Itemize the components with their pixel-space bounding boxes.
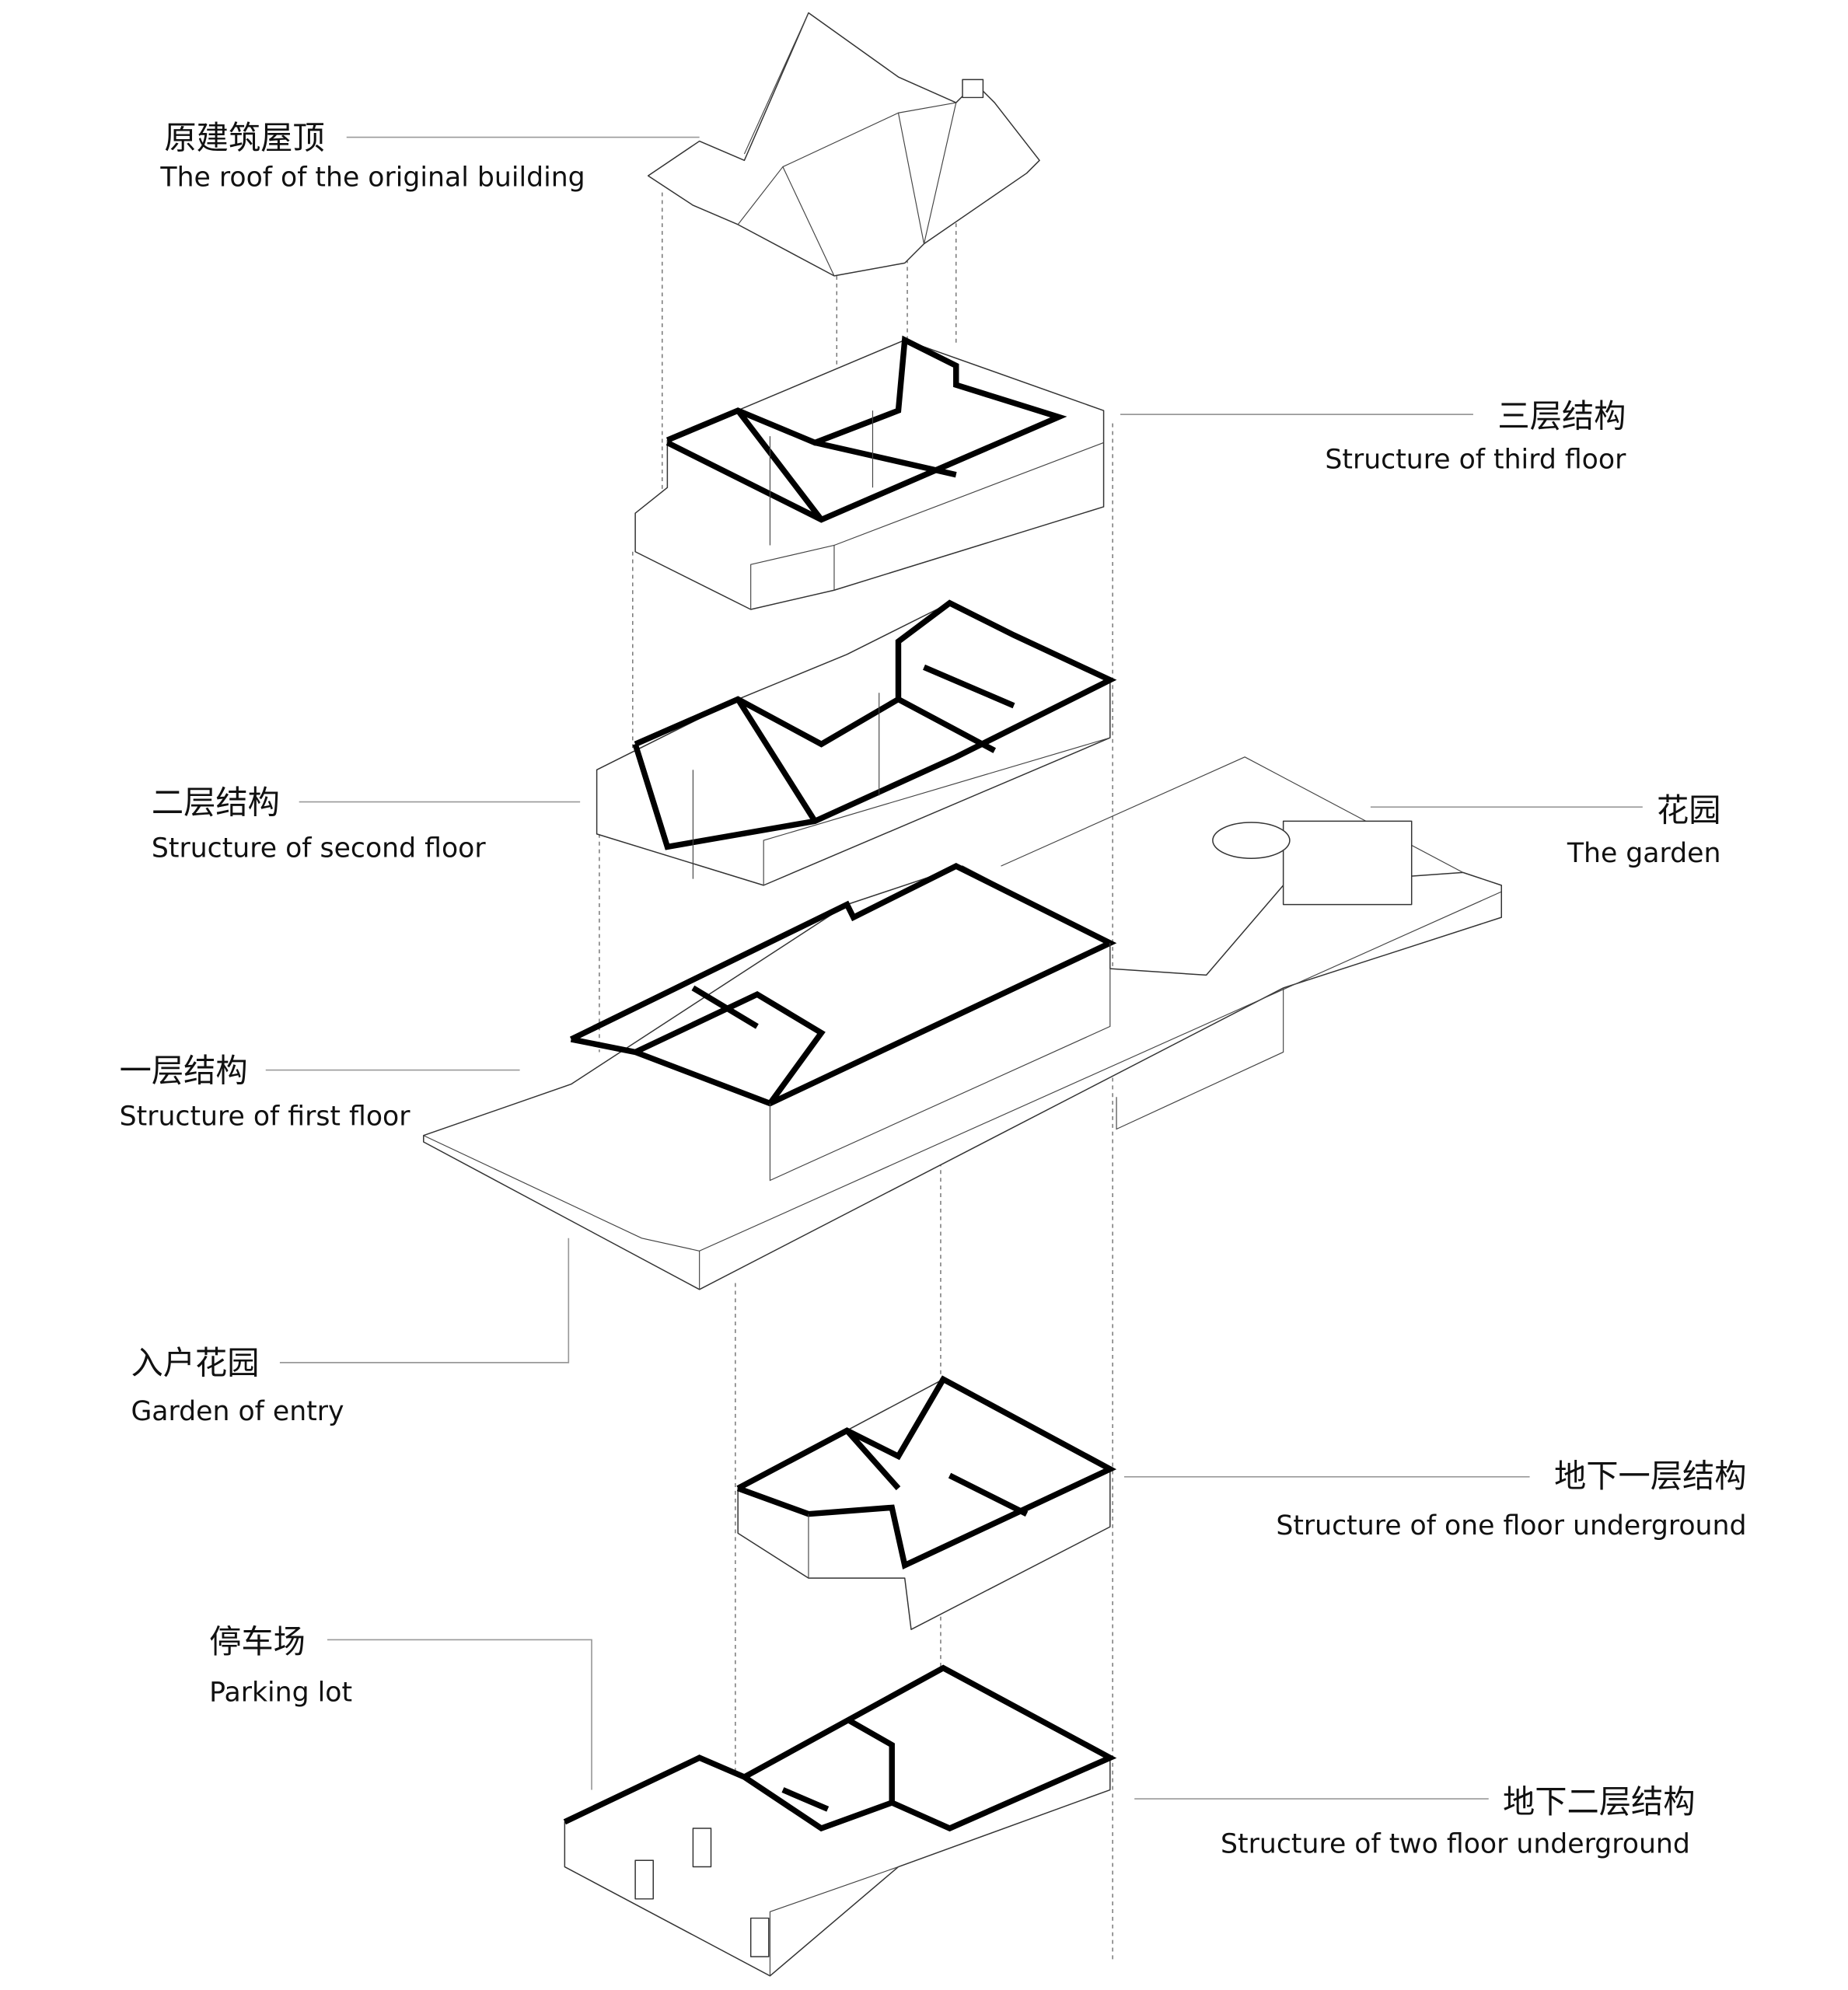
third-floor-drawing	[634, 335, 1105, 610]
b1-floor-drawing	[736, 1375, 1117, 1630]
roof-label-en: The roof of the original building	[159, 162, 585, 193]
b1-label-en: Structure of one floor underground	[1276, 1510, 1746, 1541]
third-floor-label-en: Structure of third floor	[1325, 444, 1626, 475]
b1-label-cn: 地下一层结构	[1554, 1458, 1746, 1495]
garden-label-cn: 花园	[1657, 791, 1721, 829]
second-floor-label-en: Structure of second floor	[152, 833, 487, 864]
b2-floor-drawing	[563, 1664, 1117, 1977]
first-floor-drawing	[423, 756, 1502, 1290]
first-floor-label-en: Structure of first floor	[120, 1101, 411, 1133]
garden-pond	[1212, 822, 1291, 859]
b2-label-cn: 地下二层结构	[1503, 1783, 1695, 1821]
entry-garden-label-cn: 入户花园	[131, 1345, 259, 1382]
leader-lines	[265, 136, 1643, 1800]
first-floor-label-cn: 一层结构	[120, 1052, 248, 1089]
garden-pavilion	[1282, 820, 1413, 906]
parking-label-en: Parking lot	[209, 1678, 352, 1709]
roof-drawing	[647, 12, 1040, 277]
parking-label-cn: 停车场	[209, 1623, 306, 1660]
roof-label-cn: 原建筑屋顶	[164, 119, 324, 156]
second-floor-drawing	[596, 599, 1117, 886]
entry-garden-label-en: Garden of entry	[131, 1396, 344, 1427]
third-floor-label-cn: 三层结构	[1497, 398, 1626, 435]
garden-label-en: The garden	[1567, 838, 1721, 869]
b2-label-en: Structure of two floor underground	[1221, 1828, 1690, 1859]
second-floor-label-cn: 二层结构	[152, 784, 280, 821]
